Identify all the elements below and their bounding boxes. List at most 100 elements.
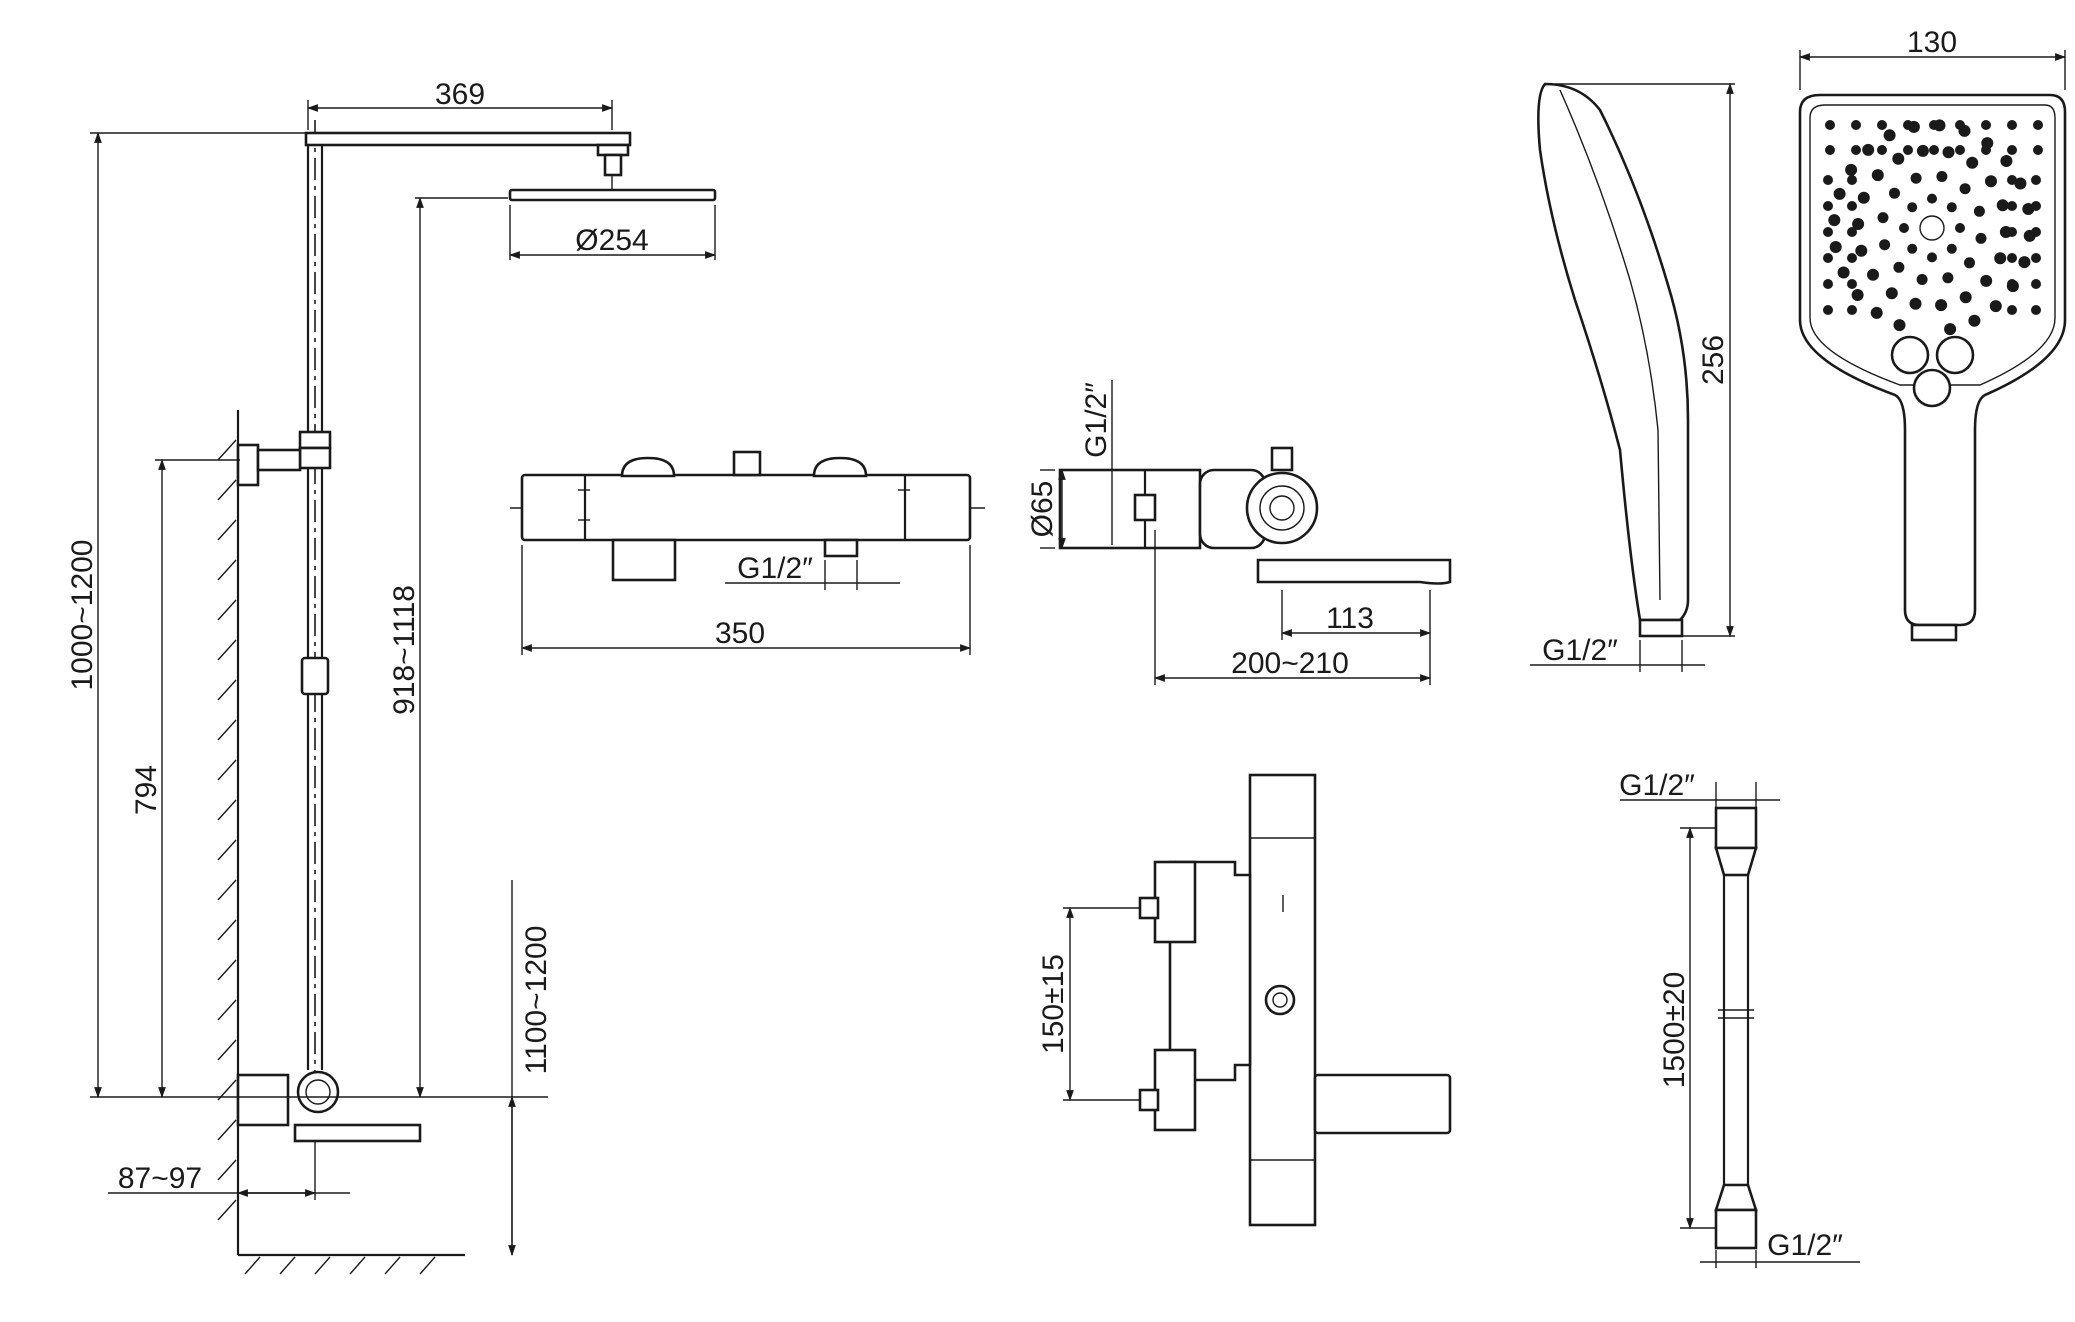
nozzle-dot: [1916, 274, 1928, 285]
rain-head: [508, 188, 717, 202]
nozzle-dot: [2033, 120, 2043, 130]
valve-side-view: Ø65 G1/2″ 113 200~210: [1026, 380, 1452, 685]
nozzle-dot: [1946, 243, 1957, 254]
nozzle-dot: [1942, 272, 1954, 284]
valve-knob-left: [620, 456, 676, 478]
nozzle-dot: [1944, 323, 1957, 336]
nozzle-dot: [2007, 279, 2017, 289]
nozzle-dot: [1829, 241, 1842, 253]
nozzle-dot: [1955, 145, 1965, 155]
nozzle-dot: [1980, 274, 1993, 287]
valve-spout: [293, 1123, 422, 1143]
hand-shower-side-outline: [1537, 82, 1690, 622]
nozzle-dot: [1852, 218, 1865, 230]
nozzle-dot: [1942, 146, 1955, 159]
nozzle-dot: [1857, 191, 1870, 204]
nozzle-dot: [1825, 145, 1835, 155]
dim-794: 794: [130, 765, 163, 815]
hand-shower-front-outline: [1798, 93, 2067, 627]
nozzle-dot: [1862, 143, 1875, 156]
dim-hand-thread: G1/2″: [1542, 634, 1618, 667]
dim-rail-height: 918~1118: [388, 585, 421, 715]
dim-hose-bottom-thread: G1/2″: [1767, 1229, 1843, 1262]
nozzle-dot: [1877, 145, 1887, 155]
hose-bottom-nut: [1714, 1208, 1758, 1250]
nozzle-dot: [1823, 227, 1833, 237]
floor-hatching: [244, 1256, 436, 1275]
hose-top-nut: [1714, 806, 1758, 850]
nozzle-dot: [1994, 252, 2007, 265]
valve-rear-spout: [1313, 1073, 1452, 1135]
nozzle-dot: [1927, 193, 1937, 204]
nozzle-dot: [1909, 297, 1922, 310]
dim-hose-length: 1500±20: [1658, 972, 1691, 1089]
dim-hand-length: 256: [1697, 335, 1730, 385]
nozzle-dot: [1959, 291, 1972, 304]
dim-valve-length: 350: [715, 617, 765, 650]
nozzle-dot: [1823, 253, 1833, 263]
nozzle-dot: [1823, 279, 1833, 289]
nozzle-dot: [1823, 201, 1833, 211]
nozzle-dot: [1871, 169, 1884, 182]
dim-head-diameter: Ø254: [575, 224, 648, 257]
nozzle-dot: [1981, 120, 1991, 130]
nozzle-dot: [2000, 155, 2013, 167]
valve-rear-view: 150±15: [1037, 773, 1452, 1227]
valve-side-top-outlet: [1270, 446, 1294, 472]
nozzle-dot: [1975, 232, 1987, 244]
nozzle-dot: [1870, 306, 1883, 319]
dim-hose-top-thread: G1/2″: [1619, 769, 1695, 802]
nozzle-dot: [2031, 253, 2041, 263]
nozzle-dot: [1966, 156, 1979, 169]
nozzle-dot: [2014, 177, 2027, 190]
dim-side-inlet: G1/2″: [1080, 382, 1113, 458]
valve-rear-port: [1264, 984, 1296, 1016]
valve-wall-plate: [236, 1073, 290, 1127]
wall-hatching: [217, 439, 237, 1221]
valve-knob-right: [812, 456, 868, 478]
nozzle-dot: [1936, 171, 1948, 182]
nozzle-dot: [1935, 299, 1948, 312]
nozzle-dot: [1847, 201, 1857, 211]
nozzle-dot: [2007, 227, 2017, 237]
nozzle-dot: [1955, 223, 1965, 233]
nozzle-dot: [1847, 305, 1857, 315]
nozzle-dot: [2031, 227, 2041, 237]
nozzle-dot: [1964, 257, 1975, 269]
nozzle-dot: [1847, 279, 1857, 289]
nozzle-dot: [1955, 120, 1965, 130]
nozzle-dot: [1929, 120, 1939, 130]
dim-total-height: 1000~1200: [66, 540, 99, 691]
nozzle-dot: [1907, 202, 1918, 213]
nozzle-dot: [1903, 120, 1913, 130]
nozzle-dot: [1828, 214, 1841, 227]
dim-wall-offset: 87~97: [118, 1162, 202, 1195]
hose-body: [1722, 873, 1750, 1187]
nozzle-dot: [1946, 202, 1957, 213]
nozzle-dot: [1996, 199, 2009, 212]
nozzle-dot: [2031, 201, 2041, 211]
dim-valve-height: 1100~1200: [520, 926, 553, 1075]
eccentric-lower: [1153, 1048, 1197, 1132]
nozzle-dot: [1867, 268, 1879, 281]
valve-side-knob: [296, 1070, 340, 1114]
rail-joint-slider: [300, 656, 330, 696]
nozzle-dot: [1851, 120, 1861, 130]
wall-bracket-rose: [236, 443, 260, 487]
nozzle-dot: [2018, 256, 2031, 269]
nozzle-dot: [1885, 287, 1898, 300]
nozzle-dot: [2033, 145, 2043, 155]
nozzle-dot: [1823, 175, 1833, 185]
nozzle-dot: [1985, 175, 1997, 188]
eccentric-upper-stub: [1138, 896, 1160, 920]
valve-front-view: 350 G1/2″: [510, 450, 985, 655]
nozzle-dot: [1851, 145, 1861, 155]
nozzle-dot: [1968, 314, 1981, 327]
nozzle-mode-right: [1935, 335, 1975, 375]
valve-outlet-left: [611, 538, 677, 582]
nozzle-dot: [1916, 144, 1929, 157]
dim-valve-body-diameter: Ø65: [1026, 481, 1059, 538]
dim-valve-depth: 200~210: [1231, 647, 1349, 680]
nozzle-center: [1919, 215, 1945, 241]
